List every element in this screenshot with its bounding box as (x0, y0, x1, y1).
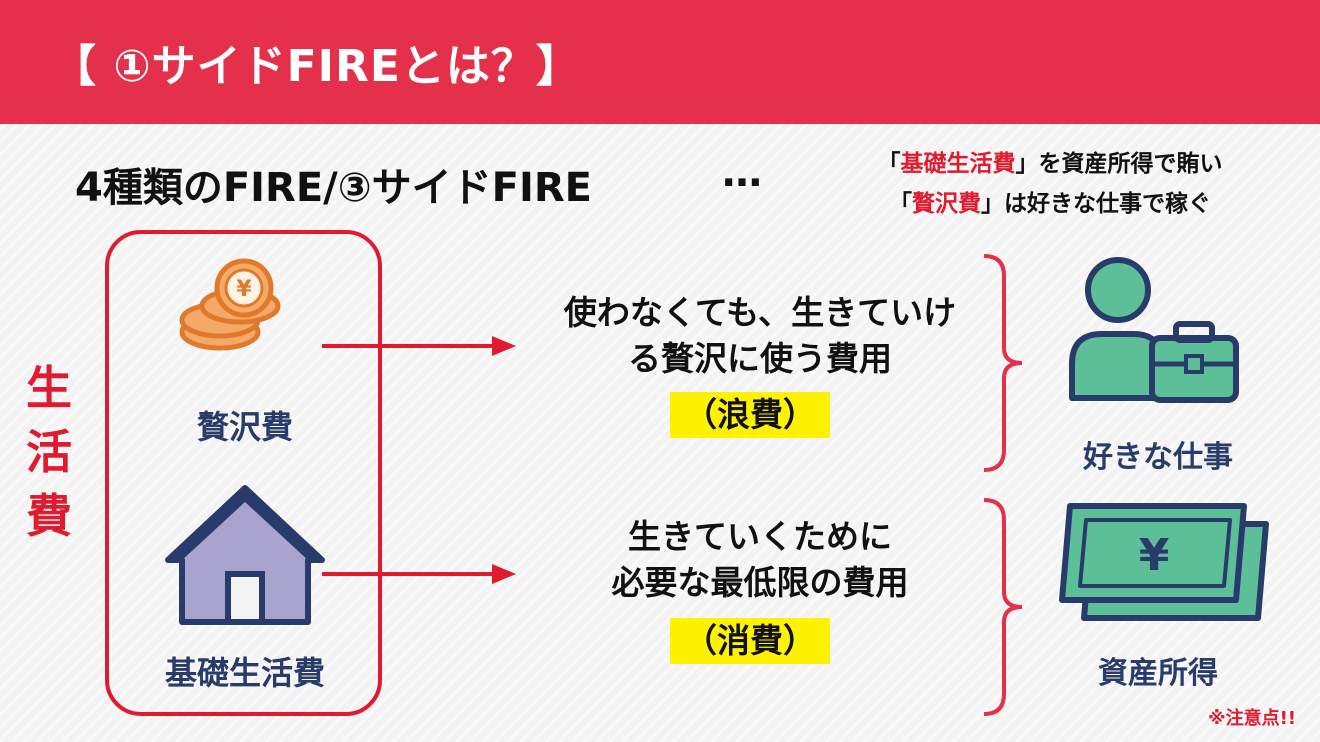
living-cost-vertical-label: 生 活 費 (24, 356, 74, 548)
house-icon (165, 485, 325, 625)
header-bar (0, 0, 1320, 124)
page-title: 【 ①サイドFIREとは？】 (52, 41, 581, 92)
arrow-right-icon (322, 336, 516, 356)
right-brace-icon (983, 254, 1023, 472)
luxury-cost-description: 使わなくても、生きていけ る贅沢に使う費用 (500, 290, 1020, 382)
basic-cost-label: 基礎生活費 (164, 654, 325, 692)
luxury-description-line-1: 使わなくても、生きていけ (563, 293, 957, 332)
side-label-char: 活 (26, 425, 72, 479)
subtitle: 4種類のFIRE/③サイドFIRE (75, 165, 592, 211)
yen-coins-icon: ¥ (179, 258, 281, 351)
description-line-1: 「基礎生活費」を資産所得で賄い (800, 144, 1300, 178)
yen-banknotes-icon: ¥ (1059, 503, 1269, 621)
consumption-tag: （消費） (670, 618, 830, 664)
side-label-char: 費 (26, 489, 72, 543)
living-cost-frame (105, 230, 382, 716)
bracket-open: 「 (877, 151, 901, 177)
description-rest: 」は好きな仕事で稼ぐ (981, 191, 1211, 217)
luxury-cost-label: 贅沢費 (196, 408, 293, 446)
ellipsis: … (722, 150, 762, 196)
basic-description-line-1: 生きていくために (628, 517, 892, 556)
bracket-open: 「 (889, 191, 912, 217)
description-line-2: 「贅沢費」は好きな仕事で稼ぐ (800, 184, 1300, 218)
basic-description-line-2: 必要な最低限の費用 (611, 563, 909, 602)
waste-tag: （浪費） (670, 392, 830, 438)
favorite-job-label: 好きな仕事 (1083, 440, 1233, 475)
caution-note: ※注意点!! (1208, 708, 1296, 729)
svg-text:¥: ¥ (1139, 530, 1170, 581)
asset-income-label: 資産所得 (1098, 656, 1218, 691)
arrow-right-icon (322, 564, 516, 584)
basic-cost-description: 生きていくために 必要な最低限の費用 (500, 514, 1020, 606)
luxury-description-line-2: る贅沢に使う費用 (628, 339, 892, 378)
highlight-basic-cost: 基礎生活費 (900, 151, 1016, 177)
description-rest: 」を資産所得で賄い (1015, 151, 1223, 177)
side-label-char: 生 (26, 361, 72, 415)
right-brace-icon (983, 498, 1023, 716)
businessperson-briefcase-icon (1069, 257, 1239, 403)
svg-text:¥: ¥ (236, 277, 252, 302)
highlight-luxury-cost: 贅沢費 (912, 191, 981, 217)
